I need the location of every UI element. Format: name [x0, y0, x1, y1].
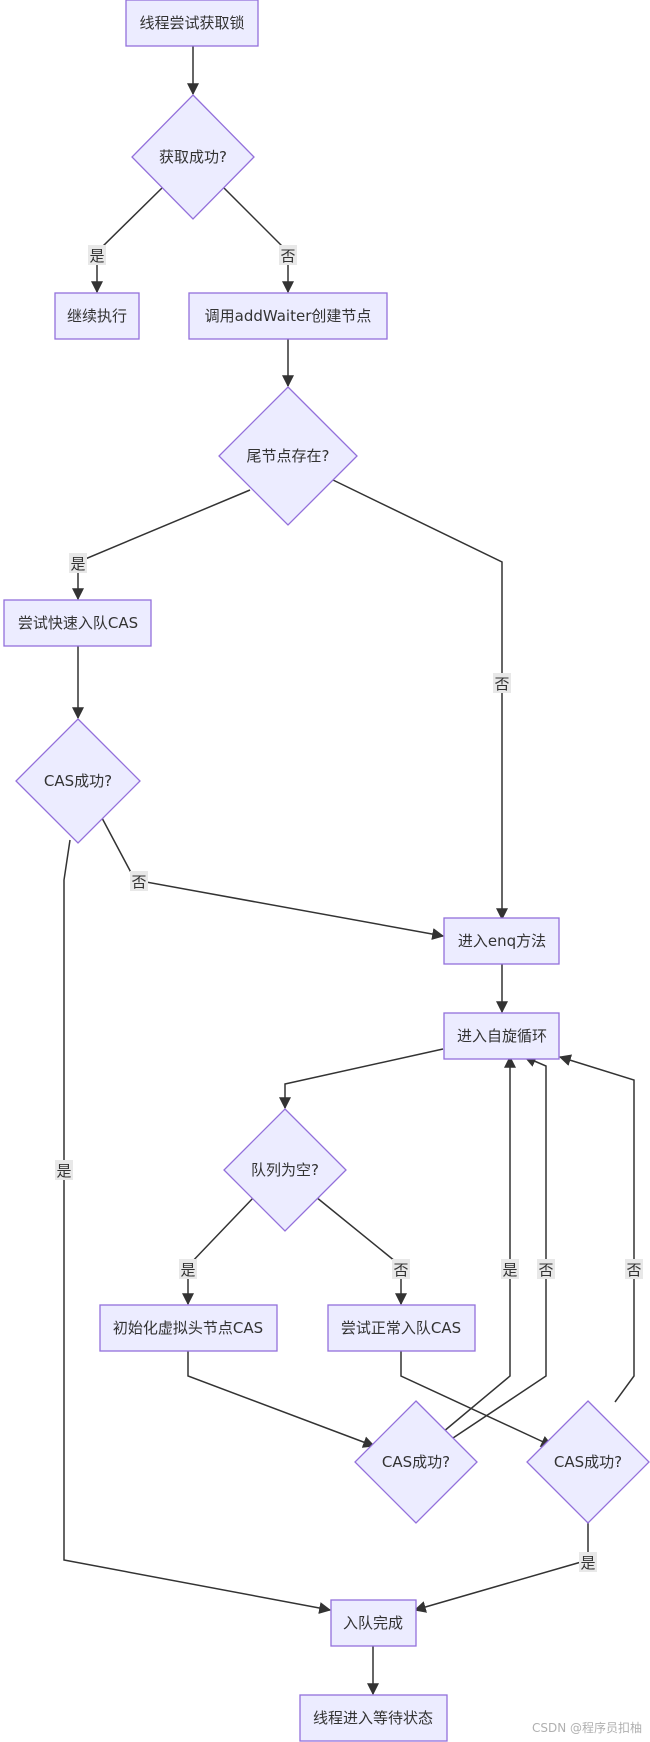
node-spin-loop-label: 进入自旋循环	[457, 1027, 547, 1045]
node-add-waiter-label: 调用addWaiter创建节点	[205, 307, 372, 325]
edge-label-yes: 是	[56, 1162, 71, 1180]
edge-cas2-no-to-spin	[449, 1055, 547, 1441]
edge-label-yes: 是	[180, 1261, 195, 1279]
node-enqueue-done-label: 入队完成	[343, 1614, 403, 1632]
node-normal-enqueue-label: 尝试正常入队CAS	[341, 1319, 461, 1337]
node-tail-exists-label: 尾节点存在?	[247, 447, 330, 465]
edge-label-yes: 是	[580, 1554, 595, 1572]
edge-acquired-to-continue	[91, 187, 163, 294]
node-cas-check-3	[526, 1400, 650, 1524]
node-start-label: 线程尝试获取锁	[139, 14, 244, 32]
node-wait-state-label: 线程进入等待状态	[313, 1709, 433, 1727]
node-init-head-label: 初始化虚拟头节点CAS	[113, 1319, 263, 1337]
edge-label-no: 否	[538, 1261, 553, 1279]
edge-label-yes: 是	[502, 1261, 517, 1279]
edge-acquired-to-addwaiter	[223, 187, 294, 294]
node-add-waiter	[188, 292, 388, 340]
nodes: 线程尝试获取锁 获取成功? 继续执行 调用addWaiter创建节点 尾节点存在…	[3, 0, 650, 1742]
edge-label-yes: 是	[89, 247, 104, 265]
node-cas-check-3-label: CAS成功?	[554, 1453, 622, 1471]
edge-normal-to-cas3	[400, 1351, 554, 1447]
node-cas-check-1-label: CAS成功?	[44, 772, 112, 790]
node-normal-enqueue	[327, 1304, 476, 1352]
edge-labels: 是 否 是 否 否 是 是 否 是 否 否 是	[55, 245, 643, 1572]
edge-init-to-cas2	[187, 1351, 376, 1448]
edge-queueempty-to-init	[182, 1196, 255, 1306]
edge-cas2-yes-to-spin	[442, 1055, 516, 1433]
node-acquired-check-label: 获取成功?	[159, 148, 227, 166]
node-queue-empty-label: 队列为空?	[251, 1161, 319, 1179]
edge-cas1-to-done	[63, 839, 332, 1614]
node-queue-empty	[223, 1108, 347, 1232]
edge-label-yes: 是	[70, 555, 85, 573]
edge-label-no: 否	[393, 1261, 408, 1279]
node-spin-loop	[443, 1012, 560, 1060]
edge-spin-to-queueempty	[279, 1048, 444, 1110]
edge-tail-to-fast	[72, 489, 251, 601]
edge-cas3-yes-to-done	[413, 1520, 589, 1613]
node-init-head	[99, 1304, 278, 1352]
node-continue-exec-label: 继续执行	[67, 307, 127, 325]
node-cas-check-2-label: CAS成功?	[382, 1453, 450, 1471]
node-continue-exec	[54, 292, 140, 340]
node-cas-check-2	[354, 1400, 478, 1524]
watermark: CSDN @程序员扣柚	[531, 1721, 642, 1735]
edge-cas3-no-to-spin	[558, 1054, 635, 1403]
node-enqueue-done	[330, 1599, 417, 1647]
edge-label-no: 否	[494, 675, 509, 693]
node-wait-state	[299, 1694, 448, 1742]
node-cas-check-1	[15, 718, 141, 844]
edge-queueempty-to-normal	[315, 1196, 407, 1306]
node-enq-method	[443, 917, 560, 965]
node-tail-exists	[218, 386, 358, 526]
node-start	[125, 0, 259, 47]
node-acquired-check	[131, 94, 255, 220]
node-enq-method-label: 进入enq方法	[458, 932, 546, 950]
node-fast-enqueue	[3, 599, 152, 647]
edge-tail-to-enq	[332, 479, 508, 921]
edge-label-no: 否	[131, 873, 146, 891]
edge-label-no: 否	[626, 1261, 641, 1279]
node-fast-enqueue-label: 尝试快速入队CAS	[18, 614, 138, 632]
edge-cas1-to-enq	[101, 817, 445, 940]
edge-label-no: 否	[280, 247, 295, 265]
